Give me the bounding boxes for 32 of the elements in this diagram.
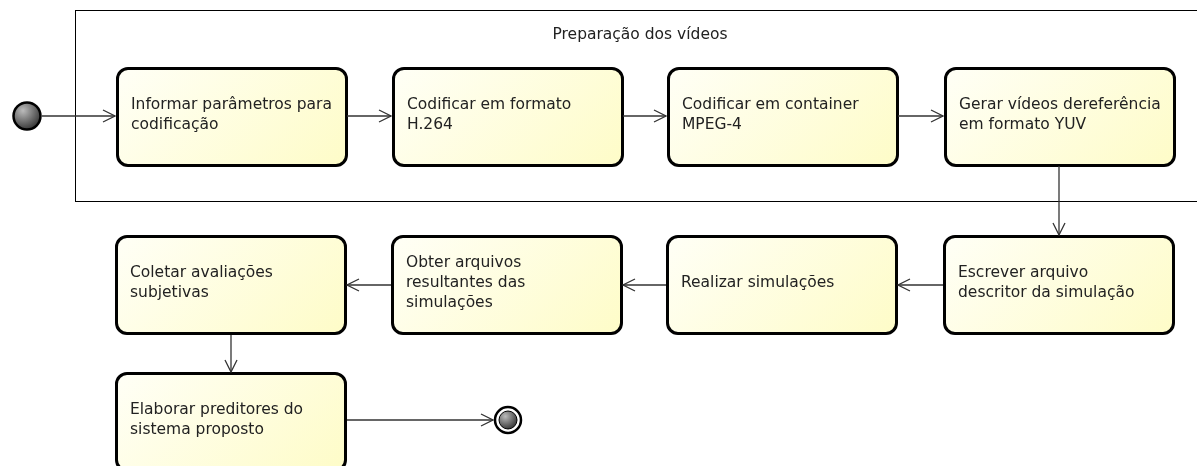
activity-label: Escrever arquivo descritor da simulação	[958, 261, 1136, 303]
arrow	[346, 278, 392, 292]
arrow	[346, 109, 392, 123]
partition-title: Preparação dos vídeos	[551, 25, 729, 43]
initial-node-circle	[12, 101, 42, 131]
arrow	[897, 109, 944, 123]
activity-box	[115, 235, 347, 335]
activity-box	[391, 235, 623, 335]
activity-label: Coletar avaliações subjetivas	[130, 261, 274, 303]
activity-label: Elaborar preditores do sistema proposto	[130, 398, 305, 440]
activity-box	[944, 67, 1176, 167]
activity-box	[667, 67, 899, 167]
activity-label: Codificar em container MPEG-4	[682, 93, 860, 135]
activity-box	[392, 67, 624, 167]
activity-label: Obter arquivos resultantes das simulações	[406, 251, 527, 313]
activity-label: Informar parâmetros para codificação	[131, 93, 333, 135]
arrow	[41, 109, 116, 123]
arrow	[622, 109, 667, 123]
arrow	[622, 278, 667, 292]
activity-label: Realizar simulações	[681, 271, 835, 293]
arrow	[346, 413, 494, 427]
activity-label: Codificar em formato H.264	[407, 93, 573, 135]
arrow	[897, 278, 944, 292]
activity-box	[666, 235, 898, 335]
arrow	[1052, 165, 1066, 236]
activity-label: Gerar vídeos dereferência em formato YUV	[959, 93, 1161, 135]
activity-box	[115, 372, 347, 466]
final-node-circle	[493, 405, 523, 435]
activity-box	[943, 235, 1175, 335]
partition-frame	[75, 10, 1197, 202]
arrow	[224, 334, 238, 373]
activity-box	[116, 67, 348, 167]
